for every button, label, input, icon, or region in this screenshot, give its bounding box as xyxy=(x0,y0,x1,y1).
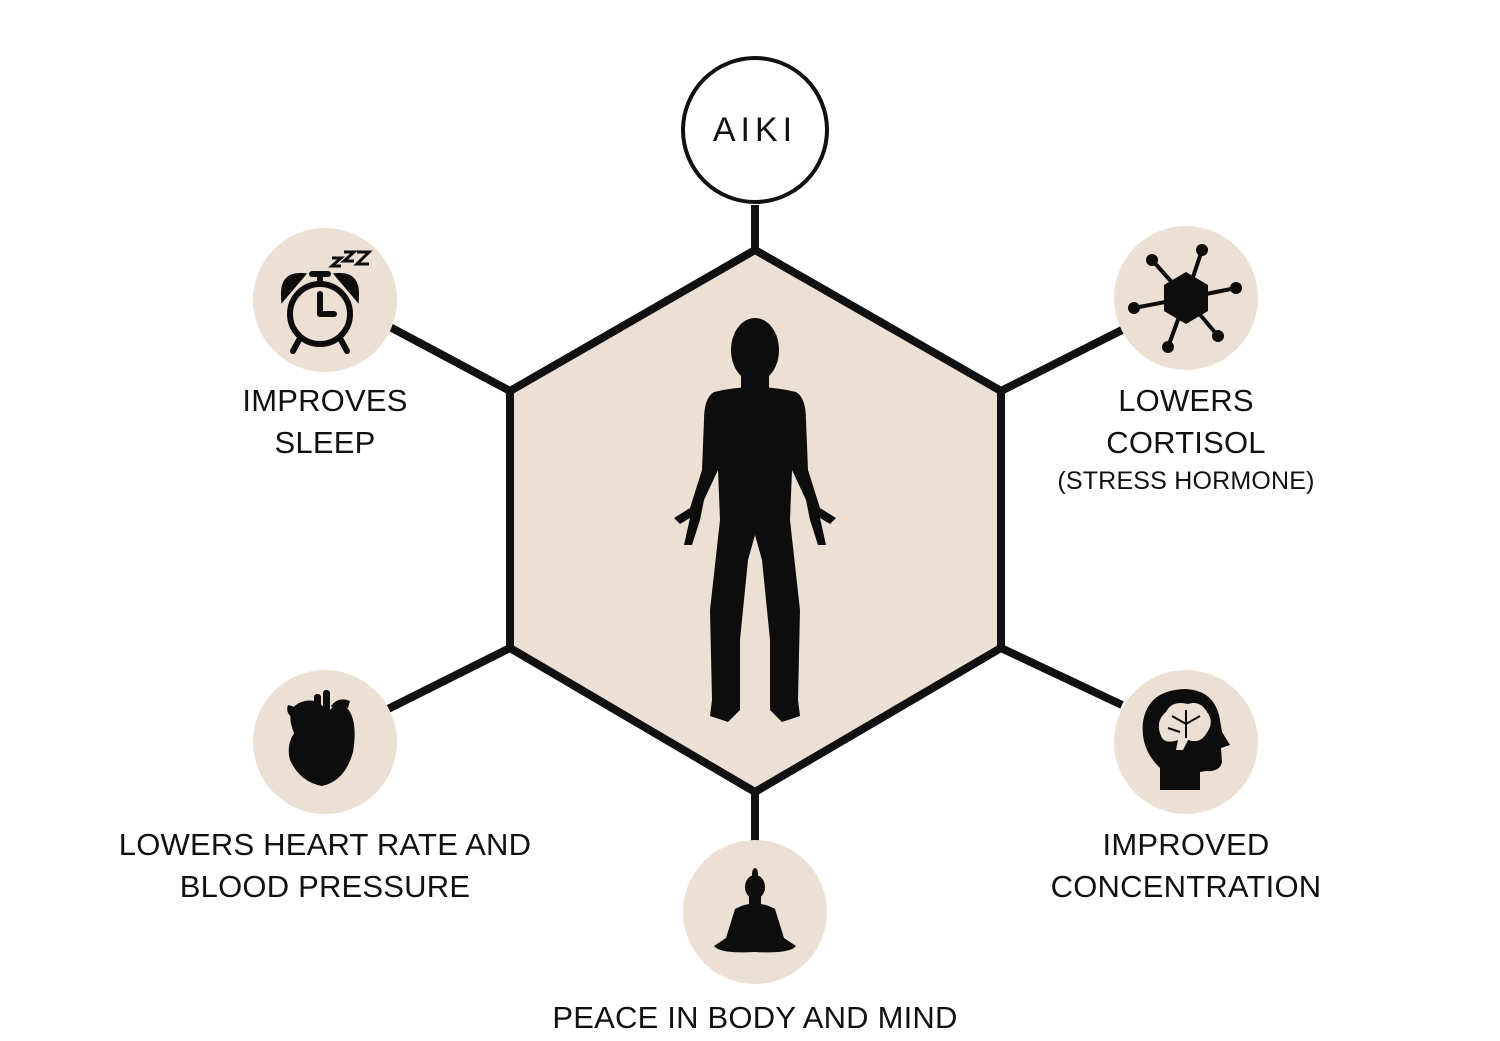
benefit-label-cortisol: LOWERS CORTISOL (STRESS HORMONE) xyxy=(1036,380,1336,498)
benefit-label-line: LOWERS xyxy=(1118,383,1254,418)
benefit-label-heart: LOWERS HEART RATE AND BLOOD PRESSURE xyxy=(100,824,550,908)
connector-lower-right xyxy=(999,644,1124,709)
benefit-label-line: PEACE IN BODY AND MIND xyxy=(552,1000,958,1035)
benefit-label-subline: (STRESS HORMONE) xyxy=(1057,467,1315,495)
heart-icon xyxy=(287,690,355,786)
meditation-icon xyxy=(714,868,796,953)
sleep-z-icon xyxy=(328,250,373,268)
aiki-logo: AIKI xyxy=(712,110,798,149)
connector-lines xyxy=(386,205,1124,842)
benefit-label-line: CORTISOL xyxy=(1106,425,1266,460)
benefit-label-line: BLOOD PRESSURE xyxy=(179,869,471,904)
connector-lower-left xyxy=(386,644,512,713)
connector-upper-right xyxy=(999,326,1124,395)
benefit-label-line: IMPROVED xyxy=(1102,827,1270,862)
benefit-label-peace: PEACE IN BODY AND MIND xyxy=(530,997,980,1039)
benefit-label-line: CONCENTRATION xyxy=(1050,869,1322,904)
connector-upper-left xyxy=(388,323,512,395)
alarm-clock-icon xyxy=(280,271,360,354)
benefit-label-line: LOWERS HEART RATE AND xyxy=(118,827,532,862)
brand-circle xyxy=(681,56,829,204)
benefit-label-line: IMPROVES xyxy=(242,383,408,418)
benefit-label-line: SLEEP xyxy=(274,425,376,460)
virus-icon xyxy=(1128,244,1242,353)
benefit-label-sleep: IMPROVES SLEEP xyxy=(205,380,445,464)
benefit-label-concentration: IMPROVED CONCENTRATION xyxy=(1036,824,1336,908)
brain-head-icon xyxy=(1142,689,1230,790)
human-figure-icon xyxy=(674,318,836,722)
sleep-circle xyxy=(253,228,397,372)
